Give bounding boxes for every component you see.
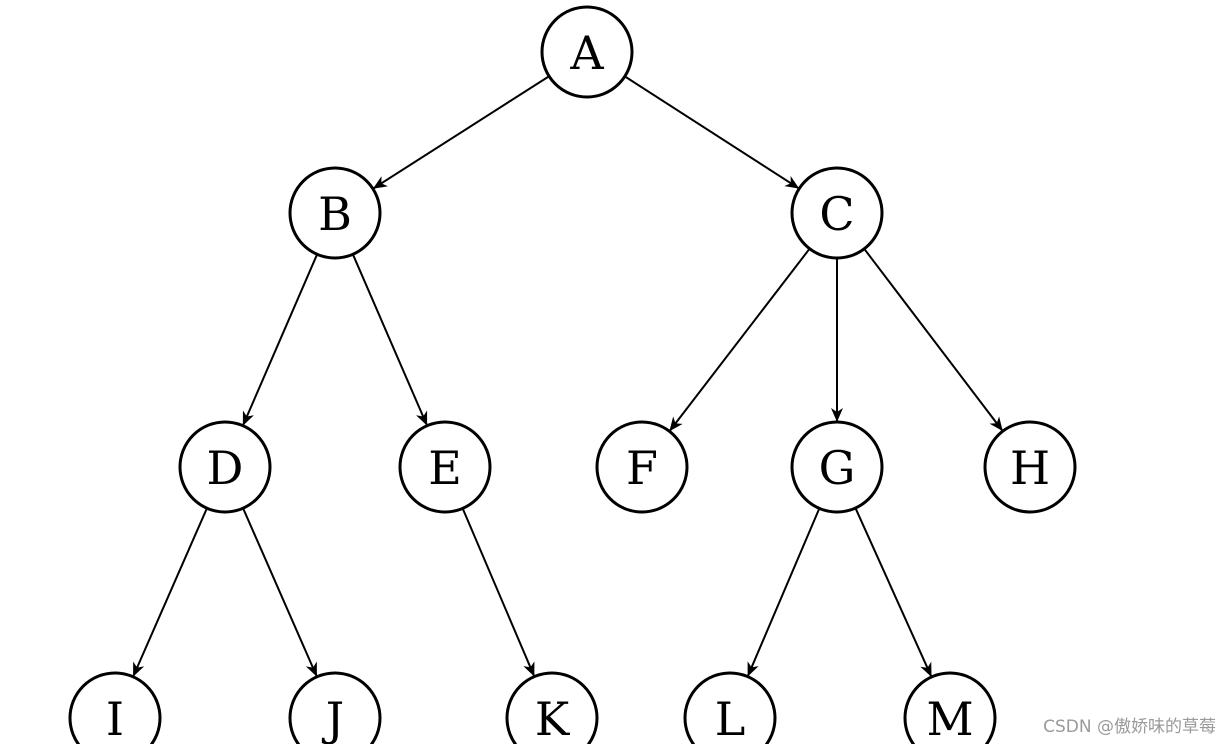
node-a: A xyxy=(540,5,634,99)
edge-c-f xyxy=(669,248,811,432)
watermark-text: CSDN @傲娇味的草莓 xyxy=(1043,717,1216,737)
node-circle xyxy=(790,420,884,514)
node-d: D xyxy=(178,420,272,514)
node-label: G xyxy=(819,441,856,495)
edge-b-d xyxy=(242,253,319,426)
node-label: B xyxy=(318,187,352,241)
node-circle xyxy=(288,671,382,744)
node-circle xyxy=(178,420,272,514)
node-f: F xyxy=(595,420,689,514)
node-h: H xyxy=(983,420,1077,514)
node-c: C xyxy=(790,166,884,260)
node-b: B xyxy=(288,166,382,260)
node-e: E xyxy=(398,420,492,514)
edge-a-b xyxy=(372,75,550,190)
node-k: K xyxy=(505,671,599,744)
node-circle xyxy=(595,420,689,514)
nodes-layer: A B C D E F G H I J K L M xyxy=(68,5,1077,744)
node-label: A xyxy=(569,26,604,80)
edge-g-m xyxy=(854,507,933,677)
edge-c-h xyxy=(863,248,1003,432)
node-label: C xyxy=(819,187,854,241)
edge-d-i xyxy=(132,507,208,677)
node-circle xyxy=(540,5,634,99)
node-circle xyxy=(983,420,1077,514)
edge-b-e xyxy=(351,253,428,426)
edges-layer xyxy=(132,75,1003,677)
edge-e-k xyxy=(461,508,535,677)
node-circle xyxy=(903,671,997,744)
node-circle xyxy=(683,671,777,744)
node-circle xyxy=(288,166,382,260)
node-label: D xyxy=(207,441,244,495)
node-g: G xyxy=(790,420,884,514)
node-i: I xyxy=(68,671,162,744)
node-j: J xyxy=(288,671,382,744)
node-circle xyxy=(398,420,492,514)
node-circle xyxy=(790,166,884,260)
node-label: F xyxy=(626,441,658,495)
node-label: I xyxy=(106,692,124,744)
node-label: K xyxy=(535,692,571,744)
node-label: M xyxy=(926,692,973,744)
node-m: M xyxy=(903,671,997,744)
node-label: E xyxy=(428,441,462,495)
node-label: L xyxy=(715,692,746,744)
edge-g-l xyxy=(747,508,821,677)
edge-a-c xyxy=(624,75,800,189)
node-circle xyxy=(68,671,162,744)
node-label: J xyxy=(322,692,344,744)
node-circle xyxy=(505,671,599,744)
node-label: H xyxy=(1010,441,1050,495)
node-l: L xyxy=(683,671,777,744)
edge-d-j xyxy=(242,507,318,677)
